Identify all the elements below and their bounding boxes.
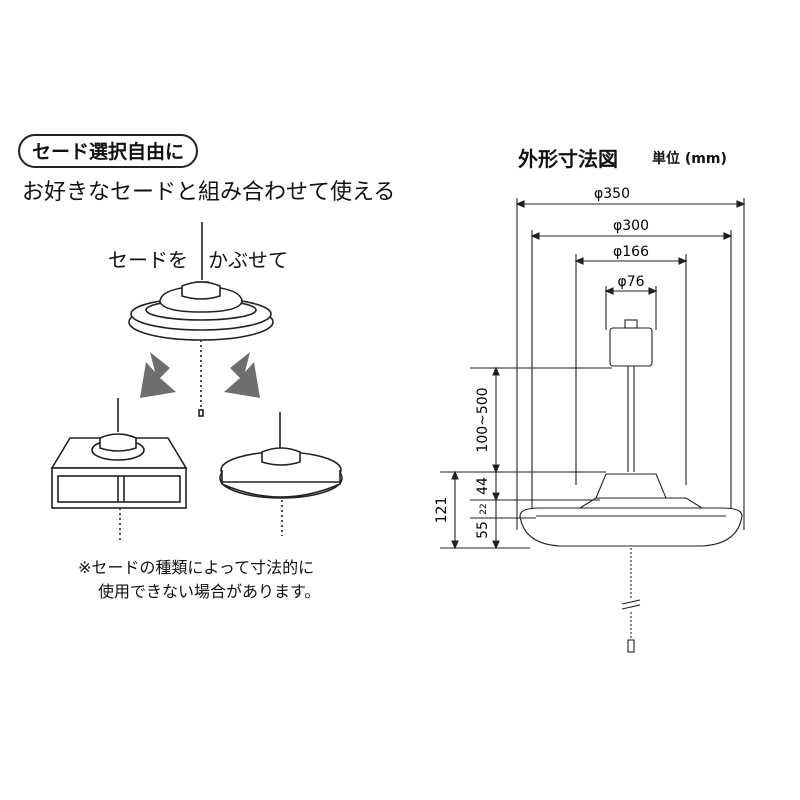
- light-with-round-shade: [219, 412, 343, 536]
- dim-label-121: 121: [434, 497, 450, 524]
- dim-label-55: 55: [475, 521, 491, 539]
- dimension-diagram-title: 外形寸法図: [518, 147, 618, 171]
- dim-label-166: φ166: [613, 244, 649, 260]
- note-line-2: 使用できない場合があります。: [98, 582, 321, 601]
- dim-label-76: φ76: [617, 274, 644, 290]
- shade-instruction: セードを かぶせて: [108, 248, 288, 272]
- light-with-square-shade: [50, 398, 188, 540]
- dim-label-44: 44: [475, 477, 491, 495]
- dim-label-300: φ300: [613, 218, 649, 234]
- arrow-left-icon: [140, 352, 176, 398]
- light-without-shade: [128, 222, 274, 417]
- dim-label-cord: 100~500: [475, 387, 491, 452]
- dimension-drawing: [440, 198, 746, 653]
- feature-subtitle: お好きなセードと組み合わせて使える: [22, 180, 396, 205]
- arrow-right-icon: [224, 352, 260, 398]
- compatibility-note: ※セードの種類によって寸法的に 使用できない場合があります。: [78, 556, 320, 604]
- note-line-1: ※セードの種類によって寸法的に: [78, 558, 315, 577]
- feature-badge: セード選択自由に: [18, 134, 199, 168]
- dimension-unit: 単位 (mm): [652, 151, 727, 167]
- dim-label-22: 22: [479, 503, 489, 514]
- dim-label-350: φ350: [594, 186, 630, 202]
